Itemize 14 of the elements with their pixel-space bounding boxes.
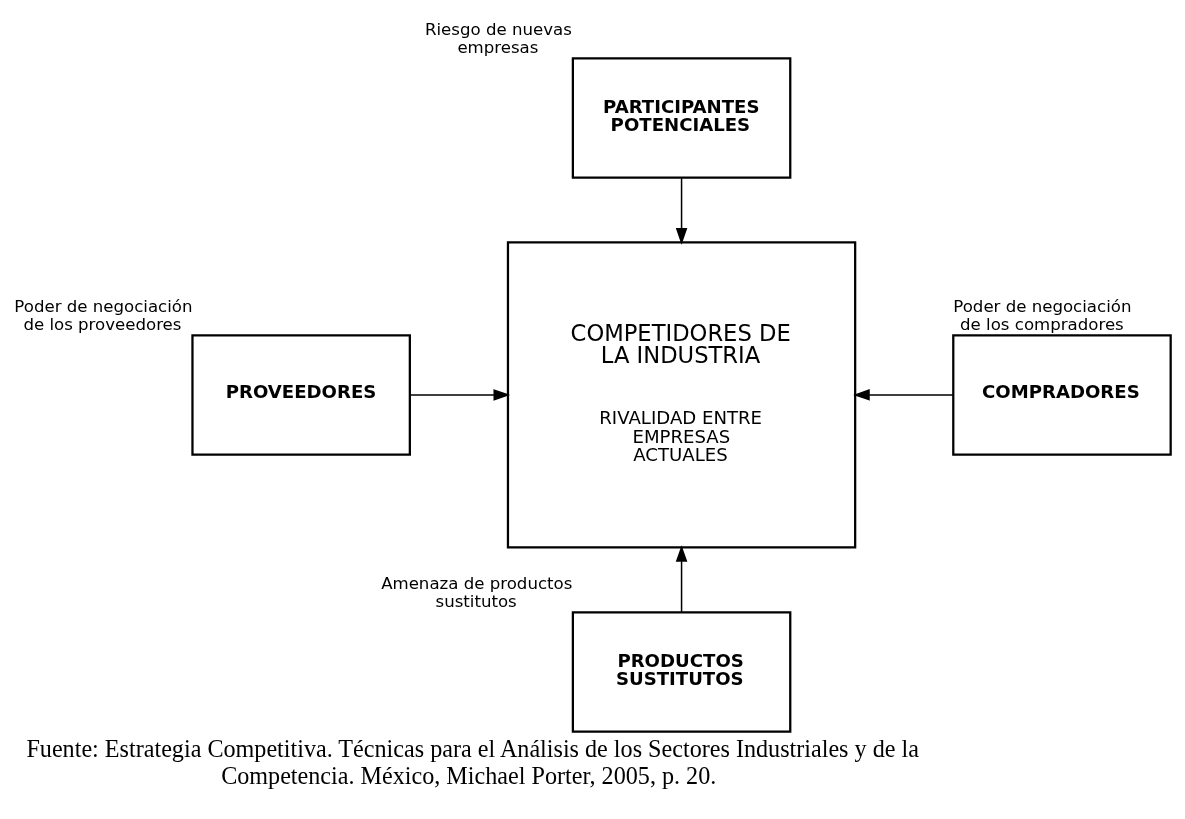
arrow <box>675 544 688 613</box>
node-box: COMPETIDORES DE LA INDUSTRIA RIVALIDAD ENTRE EMPRESAS ACTUALES <box>506 240 857 548</box>
caption: Fuente: Estrategia Competitiva. Técnicas para el Análisis de los Sectores Industriales y de la Competencia. México, Michael Porter, 2005, p. 20. <box>26 734 919 789</box>
node-label: Riesgo de nuevas empresas <box>424 19 572 57</box>
node-box: COMPRADORES <box>952 333 1172 456</box>
node-box: PARTICIPANTES POTENCIALES <box>571 56 792 179</box>
node-label: Poder de negociación de los proveedores <box>14 296 193 334</box>
node-box: PROVEEDORES <box>191 333 411 456</box>
arrow <box>675 176 688 245</box>
node-box: PRODUCTOS SUSTITUTOS <box>571 610 792 733</box>
arrow <box>409 388 511 401</box>
node-label: Poder de negociación de los compradores <box>953 296 1132 334</box>
node-label: Amenaza de productos sustitutos <box>381 573 573 611</box>
arrow <box>853 388 954 401</box>
